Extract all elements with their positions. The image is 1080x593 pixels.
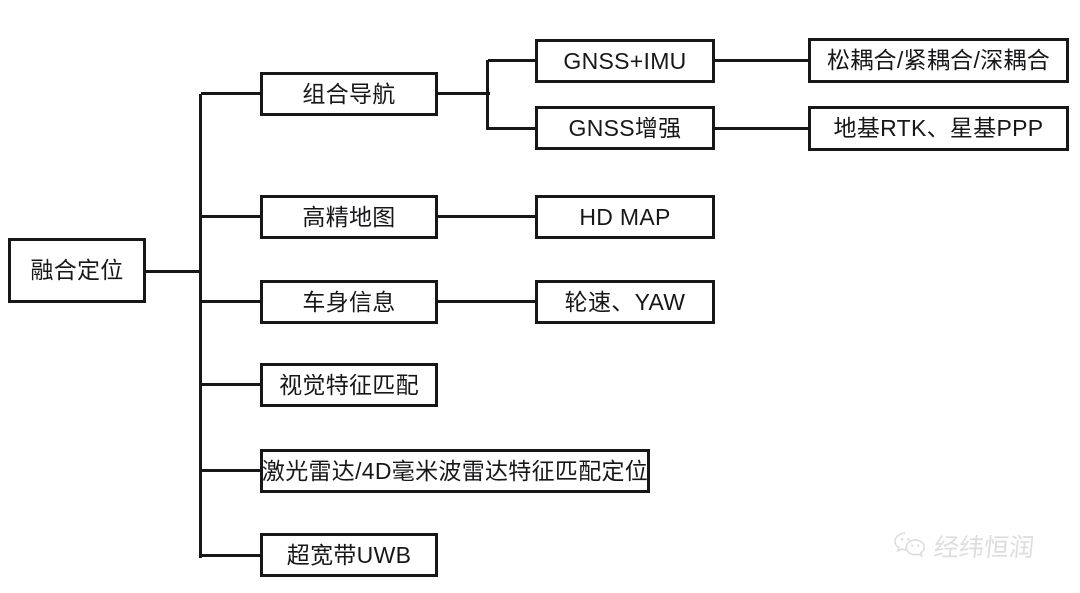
connector-nav-to-gnss-imu — [488, 59, 537, 62]
node-coupling-modes[interactable]: 松耦合/紧耦合/深耦合 — [808, 38, 1069, 83]
connector-branch-lidar — [201, 469, 262, 472]
connector-gnss-imu-to-coupling — [713, 59, 810, 62]
node-gnss-imu-label: GNSS+IMU — [563, 47, 687, 74]
connector-nav-spine — [486, 60, 489, 130]
node-vehicle-info-label: 车身信息 — [302, 288, 396, 315]
connector-main-spine — [199, 94, 202, 558]
node-integrated-navigation[interactable]: 组合导航 — [260, 72, 438, 116]
watermark-text: 经纬恒润 — [932, 532, 1036, 562]
wechat-icon — [893, 531, 927, 564]
node-coupling-modes-label: 松耦合/紧耦合/深耦合 — [826, 47, 1051, 73]
watermark: 经纬恒润 — [893, 527, 1036, 567]
connector-gnss-aug-to-rtk-ppp — [713, 127, 810, 130]
connector-nav-stub — [437, 92, 490, 95]
node-lidar-4d-radar-matching[interactable]: 激光雷达/4D毫米波雷达特征匹配定位 — [260, 449, 650, 493]
node-visual-feature-matching[interactable]: 视觉特征匹配 — [260, 363, 438, 407]
connector-nav-to-gnss-aug — [488, 127, 537, 130]
node-uwb[interactable]: 超宽带UWB — [260, 533, 438, 577]
connector-branch-hdmap — [201, 215, 262, 218]
node-integrated-navigation-label: 组合导航 — [302, 80, 396, 107]
connector-hdmap-link — [437, 215, 537, 218]
connector-branch-nav — [201, 92, 262, 95]
node-lidar-4d-radar-matching-label: 激光雷达/4D毫米波雷达特征匹配定位 — [261, 457, 649, 484]
node-rtk-ppp-label: 地基RTK、星基PPP — [833, 115, 1044, 141]
node-hd-map-en[interactable]: HD MAP — [535, 195, 715, 239]
connector-body-link — [437, 300, 537, 303]
connector-branch-body — [201, 300, 262, 303]
node-hd-map-cn[interactable]: 高精地图 — [260, 195, 438, 239]
node-hd-map-cn-label: 高精地图 — [302, 203, 396, 230]
node-wheel-speed-yaw[interactable]: 轮速、YAW — [535, 280, 715, 324]
node-root-fusion-positioning[interactable]: 融合定位 — [8, 238, 146, 303]
node-gnss-augmentation-label: GNSS增强 — [568, 114, 682, 141]
node-visual-feature-matching-label: 视觉特征匹配 — [279, 371, 419, 398]
node-wheel-speed-yaw-label: 轮速、YAW — [564, 288, 686, 315]
node-root-label: 融合定位 — [30, 257, 124, 283]
connector-root-stub — [146, 270, 201, 273]
node-gnss-augmentation[interactable]: GNSS增强 — [535, 106, 715, 150]
node-rtk-ppp[interactable]: 地基RTK、星基PPP — [808, 106, 1069, 151]
node-uwb-label: 超宽带UWB — [286, 541, 412, 568]
node-gnss-imu[interactable]: GNSS+IMU — [535, 39, 715, 83]
connector-branch-vision — [201, 383, 262, 386]
connector-branch-uwb — [201, 554, 262, 557]
node-hd-map-en-label: HD MAP — [579, 203, 671, 230]
node-vehicle-info[interactable]: 车身信息 — [260, 280, 438, 324]
